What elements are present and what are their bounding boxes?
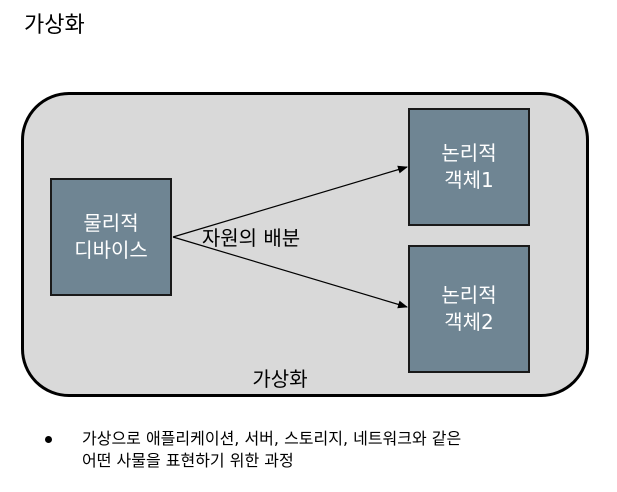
logical-object-2-box: 논리적 객체2 <box>408 245 530 373</box>
physical-device-box: 물리적 디바이스 <box>50 178 172 296</box>
physical-device-label-line1: 물리적 <box>83 211 139 235</box>
logical-object-1-label-line1: 논리적 <box>441 141 497 165</box>
bullet-text-line2: 어떤 사물을 표현하기 위한 과정 <box>82 451 294 470</box>
physical-device-label-line2: 디바이스 <box>74 238 148 262</box>
bullet-text-line1: 가상으로 애플리케이션, 서버, 스토리지, 네트워크와 같은 <box>82 429 462 448</box>
bullet-dot-icon <box>45 436 52 443</box>
logical-object-1-box: 논리적 객체1 <box>408 108 530 226</box>
resource-allocation-label: 자원의 배분 <box>201 226 301 250</box>
logical-object-2-label-line2: 객체2 <box>444 310 494 334</box>
page-title: 가상화 <box>24 13 85 38</box>
arrow-to-logical-1 <box>172 165 408 238</box>
arrow-to-logical-2 <box>172 236 408 309</box>
logical-object-1-label-line2: 객체1 <box>444 168 494 192</box>
container-caption: 가상화 <box>252 367 308 391</box>
logical-object-2-label-line1: 논리적 <box>441 283 497 307</box>
